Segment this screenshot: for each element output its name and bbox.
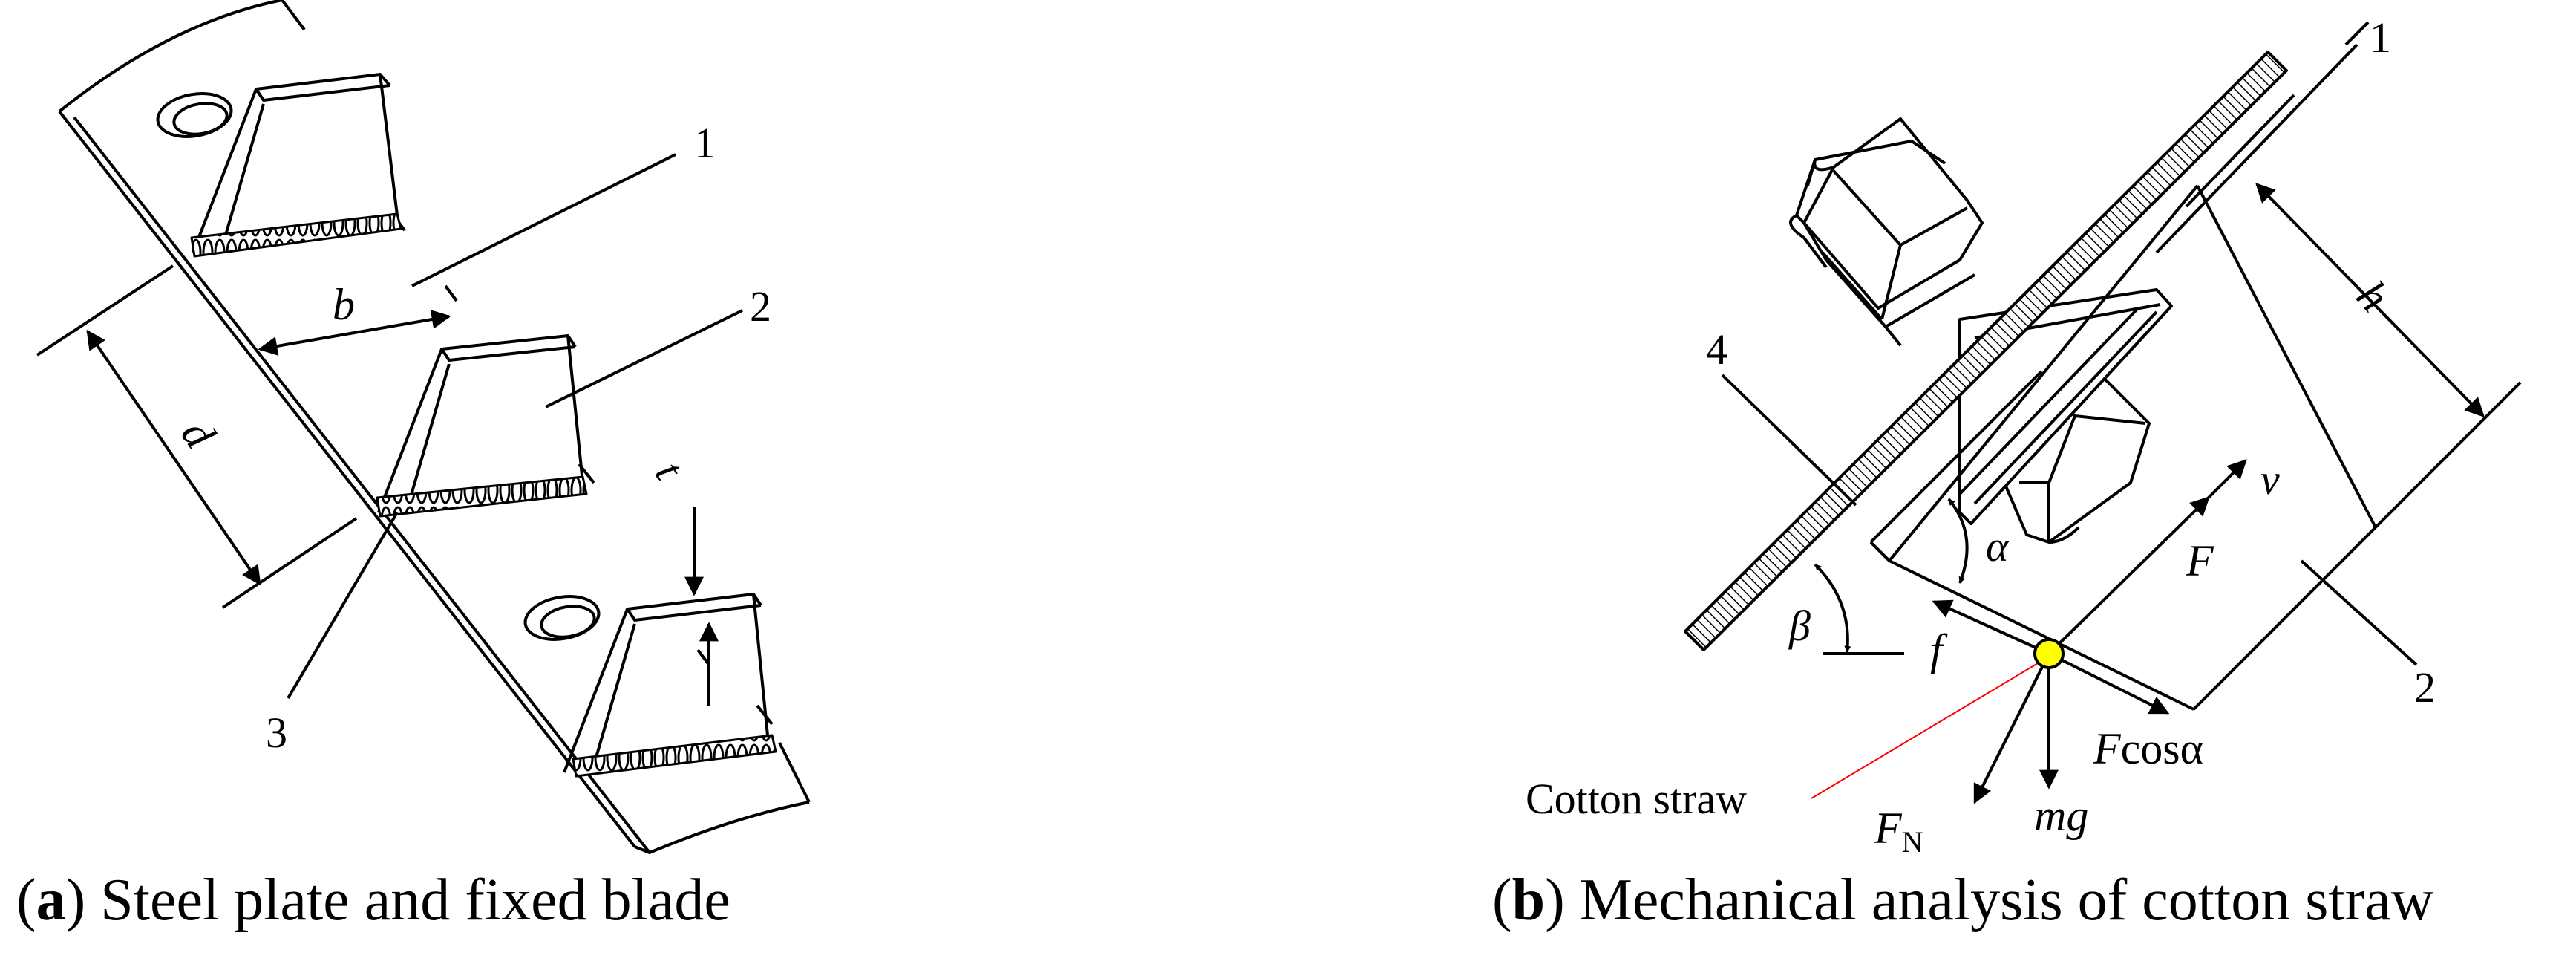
caption-a-text: Steel plate and fixed blade <box>100 868 730 933</box>
caption-a: (a) Steel plate and fixed blade <box>16 868 730 933</box>
dimension-t <box>684 507 719 706</box>
leader-part-3-a <box>287 511 399 700</box>
leader-part-2-a <box>545 309 743 408</box>
caption-b: (b) Mechanical analysis of cotton straw <box>1492 868 2434 933</box>
panel-b-mechanics <box>1684 21 2522 804</box>
Fcos-arrow <box>2048 652 2170 715</box>
caption-b-letter: b <box>1511 868 1546 933</box>
velocity-arrow <box>2207 459 2247 499</box>
dimension-d <box>36 264 358 609</box>
fixed-blade-lower <box>563 593 777 778</box>
cotton-straw-point <box>2033 638 2065 669</box>
leader-part-4-b <box>1721 374 1857 507</box>
label-b-part-4: 4 <box>1706 325 1727 374</box>
blade-profile <box>1869 184 2377 711</box>
reference-line-1 <box>2155 43 2358 254</box>
force-vectors <box>1932 459 2247 804</box>
bolt-hole-upper <box>156 92 233 138</box>
angle-beta <box>1814 563 1904 655</box>
steel-plate <box>58 0 811 854</box>
label-b-friction: f <box>1930 625 1948 674</box>
leader-cotton-straw <box>1811 660 2042 799</box>
label-b-normal: FN <box>1874 804 1923 859</box>
leader-part-2-b <box>2300 559 2418 666</box>
panel-a-steel-plate <box>36 0 811 854</box>
label-b-force-F: F <box>2186 536 2214 585</box>
label-a-dim-d: d <box>171 411 225 458</box>
bolt-hole-inner-upper <box>172 102 229 136</box>
bolt-hole-inner-lower <box>540 605 596 639</box>
label-a-part-3: 3 <box>266 709 287 757</box>
label-b-dim-h: h <box>2347 271 2399 320</box>
bolt-hole-lower <box>523 595 601 641</box>
label-b-normal-F: F <box>1874 804 1903 853</box>
label-b-part-2: 2 <box>2414 663 2436 712</box>
label-b-normal-sub: N <box>1902 825 1923 859</box>
angle-alpha <box>1947 498 1969 584</box>
label-b-beta: β <box>1788 602 1811 650</box>
plate-end-cap <box>1684 630 1705 651</box>
caption-a-letter: a <box>36 868 66 933</box>
caption-b-text: Mechanical analysis of cotton straw <box>1579 868 2434 933</box>
friction-arrow <box>1932 599 2050 655</box>
force-F-arrow <box>2047 496 2210 655</box>
label-b-velocity: v <box>2260 455 2280 504</box>
normal-force-arrow <box>1973 653 2050 804</box>
label-b-weight: mg <box>2034 791 2088 840</box>
dimension-h <box>2185 94 2522 529</box>
bolt-head <box>1789 117 1984 347</box>
label-a-dim-b: b <box>333 280 355 329</box>
label-a-part-2: 2 <box>750 282 771 331</box>
label-b-Fcos: Fcosα <box>2093 724 2203 773</box>
leader-part-1-b <box>2344 21 2370 46</box>
leader-part-1-a <box>411 153 676 287</box>
label-a-dim-t: t <box>646 453 694 489</box>
label-a-part-1: 1 <box>694 119 716 167</box>
label-b-part-1: 1 <box>2370 13 2391 62</box>
fixed-blade-middle <box>376 334 588 518</box>
dimension-b-arrow <box>258 310 451 356</box>
label-b-Fcos-rest: cosα <box>2121 724 2203 773</box>
label-b-alpha: α <box>1986 522 2010 570</box>
label-b-Fcos-F: F <box>2093 724 2122 773</box>
fixed-blade-upper <box>190 73 402 258</box>
label-b-cotton-straw: Cotton straw <box>1526 775 1747 823</box>
